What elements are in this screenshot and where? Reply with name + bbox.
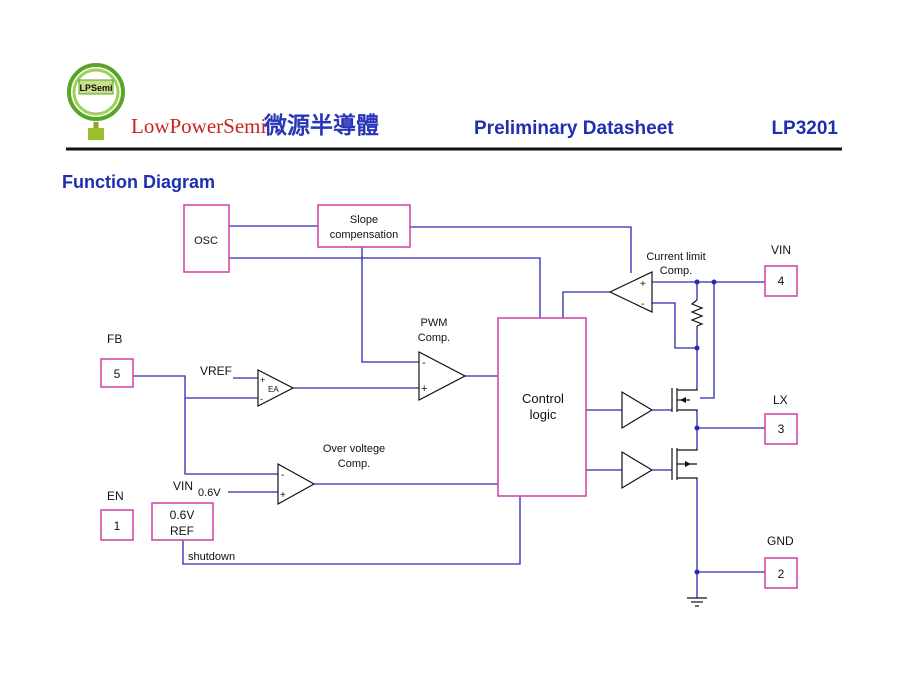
pwm-comparator: - + PWM Comp. (418, 317, 467, 401)
signal-wires (133, 225, 765, 598)
low-side-driver (621, 450, 654, 490)
error-amplifier: EA + - (257, 369, 295, 407)
pwm-label-line2: Comp. (418, 332, 450, 344)
pin-lx-number: 3 (778, 422, 785, 436)
svg-text:-: - (641, 299, 644, 310)
slope-label-line2: compensation (330, 229, 399, 241)
company-name-zh: 微源半導體 (263, 112, 379, 139)
ref-label-line1: 0.6V (170, 508, 195, 522)
part-number: LP3201 (771, 118, 838, 139)
svg-text:-: - (260, 394, 263, 404)
v06-label: 0.6V (198, 487, 221, 499)
pin-lx (764, 413, 798, 445)
pin-fb (100, 358, 134, 388)
slope-compensation-block (317, 204, 411, 248)
company-name-en: LowPowerSemi (131, 114, 266, 138)
section-title: Function Diagram (62, 172, 215, 192)
ov-label-line1: Over voltege (323, 443, 385, 455)
current-limit-comparator: + - Current limit Comp. (608, 251, 706, 313)
current-limit-label-line2: Comp. (660, 265, 692, 277)
pin-vin-name: VIN (771, 243, 791, 257)
ref-block (151, 502, 214, 541)
company-logo: LPSemi (67, 63, 125, 140)
high-side-mosfet (671, 388, 698, 412)
pin-fb-name: FB (107, 332, 122, 346)
pin-vin-number: 4 (778, 274, 785, 288)
control-label-line2: logic (530, 407, 557, 422)
control-label-line1: Control (522, 391, 564, 406)
osc-block (183, 204, 230, 273)
pwm-label-line1: PWM (421, 317, 448, 329)
ground-icon (687, 597, 707, 607)
over-voltage-comparator: - + Over voltege Comp. (277, 443, 385, 506)
pin-en-number: 1 (114, 519, 121, 533)
ref-label-line2: REF (170, 524, 194, 538)
pin-fb-number: 5 (114, 367, 121, 381)
sense-resistor (690, 299, 704, 327)
logo-badge-text: LPSemi (79, 83, 112, 93)
current-limit-label-line1: Current limit (646, 251, 705, 263)
ov-label-line2: Comp. (338, 458, 370, 470)
svg-text:+: + (280, 490, 286, 501)
pin-vin (764, 265, 798, 297)
pin-gnd (764, 557, 798, 589)
high-side-driver (621, 390, 654, 430)
pin-gnd-name: GND (767, 534, 794, 548)
ea-label: EA (268, 385, 279, 394)
svg-text:-: - (281, 470, 284, 481)
pin-en (100, 509, 134, 541)
pin-en-name: EN (107, 489, 124, 503)
svg-text:+: + (260, 375, 265, 385)
low-side-mosfet (671, 448, 698, 480)
pin-lx-name: LX (773, 393, 788, 407)
svg-text:+: + (640, 279, 646, 290)
shutdown-label: shutdown (188, 551, 235, 563)
document-type: Preliminary Datasheet (474, 118, 674, 139)
svg-text:+: + (421, 383, 427, 395)
vref-label: VREF (200, 364, 232, 378)
osc-label: OSC (194, 235, 218, 247)
pin-gnd-number: 2 (778, 567, 785, 581)
svg-text:-: - (422, 357, 426, 369)
vin-net-label: VIN (173, 479, 193, 493)
slope-label-line1: Slope (350, 214, 378, 226)
control-logic-block (497, 317, 587, 497)
